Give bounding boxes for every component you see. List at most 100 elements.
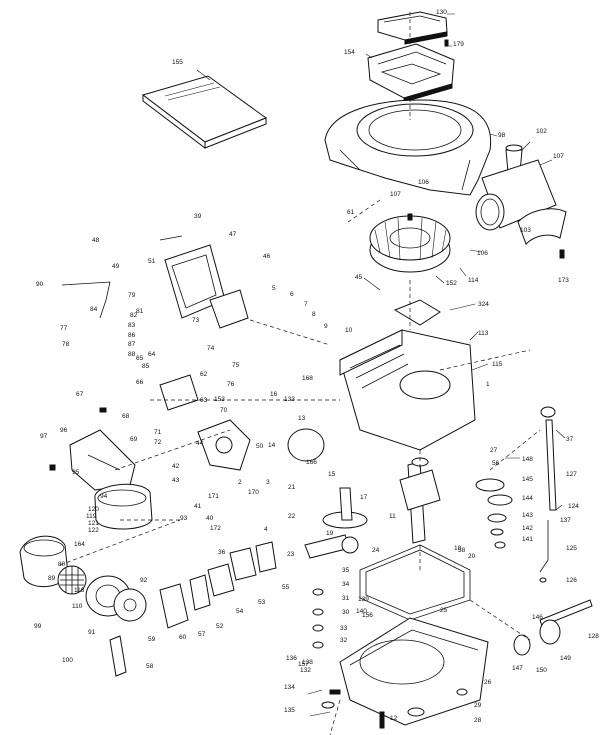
- housing-92: [113, 588, 147, 622]
- callout-145: 145: [522, 476, 533, 483]
- gasket-55: [255, 541, 277, 573]
- crankshaft-11: [399, 457, 441, 544]
- callout-115: 115: [492, 361, 503, 368]
- owners-manual-155: [141, 75, 268, 150]
- fuel-tank-shield-34: [69, 429, 136, 491]
- callout-46: 46: [263, 253, 271, 260]
- callout-179: 179: [453, 41, 464, 48]
- callout-25: 25: [440, 607, 448, 614]
- seal-149: [539, 619, 561, 645]
- callout-107: 107: [553, 153, 564, 160]
- callout-94: 94: [100, 493, 108, 500]
- callout-147: 147: [512, 665, 523, 672]
- breather-plate-56: [159, 583, 189, 629]
- callout-155: 155: [172, 59, 183, 66]
- callout-27: 27: [490, 447, 498, 454]
- callout-98: 98: [498, 132, 506, 139]
- callout-22: 22: [288, 513, 296, 520]
- callout-119: 119: [86, 513, 97, 520]
- callout-62: 62: [200, 371, 208, 378]
- callout-99: 99: [34, 623, 42, 630]
- callout-13: 13: [298, 415, 306, 422]
- callout-90: 90: [36, 281, 44, 288]
- callout-81: 81: [136, 308, 144, 315]
- callout-100: 100: [62, 657, 73, 664]
- callout-93: 93: [180, 515, 188, 522]
- camshaft-22: [322, 487, 368, 529]
- callout-91: 91: [88, 629, 96, 636]
- callout-149: 149: [560, 655, 571, 662]
- callout-127: 127: [566, 471, 577, 478]
- callout-130: 130: [436, 9, 447, 16]
- callout-16: 16: [270, 391, 278, 398]
- callout-154: 154: [344, 49, 355, 56]
- callout-1: 1: [486, 381, 490, 388]
- callout-170: 170: [248, 489, 259, 496]
- callout-138: 138: [302, 659, 313, 666]
- callout-14: 14: [268, 442, 276, 449]
- callout-137: 137: [560, 517, 571, 524]
- callout-57: 57: [198, 631, 206, 638]
- callout-102: 102: [536, 128, 547, 135]
- pto-shaft-128: [539, 599, 593, 627]
- callout-72: 72: [154, 439, 162, 446]
- callout-69: 69: [130, 436, 138, 443]
- callout-51: 51: [148, 258, 156, 265]
- callout-53: 53: [258, 599, 266, 606]
- callout-5: 5: [272, 285, 276, 292]
- callout-133: 133: [284, 396, 295, 403]
- callout-50: 50: [256, 443, 264, 450]
- callout-166: 166: [306, 459, 317, 466]
- callout-157: 157: [298, 661, 309, 668]
- callout-136: 136: [286, 655, 297, 662]
- callout-88: 88: [128, 351, 136, 358]
- callout-43: 43: [172, 477, 180, 484]
- callout-56: 56: [492, 460, 500, 467]
- callout-132: 132: [300, 667, 311, 674]
- callout-45: 45: [355, 274, 363, 281]
- breather-54: [207, 563, 235, 597]
- valve-parts-right: [475, 478, 513, 549]
- callout-164: 164: [74, 541, 85, 548]
- callout-48: 48: [92, 237, 100, 244]
- callout-128: 128: [588, 633, 599, 640]
- callout-118: 118: [74, 587, 85, 594]
- callout-139: 139: [358, 596, 369, 603]
- callout-31: 31: [342, 595, 350, 602]
- callout-52: 52: [216, 623, 224, 630]
- callout-324: 324: [478, 301, 489, 308]
- callout-21: 21: [288, 484, 296, 491]
- callout-77: 77: [60, 325, 68, 332]
- callout-19: 19: [326, 530, 334, 537]
- sump-gasket-24: [359, 544, 471, 621]
- callout-36: 36: [218, 549, 226, 556]
- callout-95: 95: [72, 469, 80, 476]
- leader-lines: [196, 13, 566, 719]
- blower-housing-98: [324, 99, 492, 196]
- breather-52: [189, 574, 211, 611]
- callout-113: 113: [478, 330, 489, 337]
- oil-fill-tube-125: [539, 520, 549, 573]
- callout-140: 140: [356, 608, 367, 615]
- air-cleaner-assembly: [475, 144, 567, 245]
- callout-89: 89: [48, 575, 56, 582]
- callout-126: 126: [566, 577, 577, 584]
- callout-150: 150: [536, 667, 547, 674]
- callout-54: 54: [236, 608, 244, 615]
- callout-35: 35: [342, 567, 350, 574]
- callout-6: 6: [290, 291, 294, 298]
- callout-38: 38: [458, 547, 466, 554]
- callout-76: 76: [227, 381, 235, 388]
- callout-34: 34: [342, 581, 350, 588]
- callout-97: 97: [40, 433, 48, 440]
- callout-17: 17: [360, 494, 368, 501]
- callout-15: 15: [328, 471, 336, 478]
- callout-142: 142: [522, 525, 533, 532]
- breather-53: [229, 547, 257, 581]
- callout-110: 110: [72, 603, 83, 610]
- callout-67: 67: [76, 391, 84, 398]
- callout-28: 28: [474, 717, 482, 724]
- callout-11: 11: [389, 513, 396, 520]
- callout-2: 2: [238, 479, 242, 486]
- carburetor-assembly: [159, 374, 251, 471]
